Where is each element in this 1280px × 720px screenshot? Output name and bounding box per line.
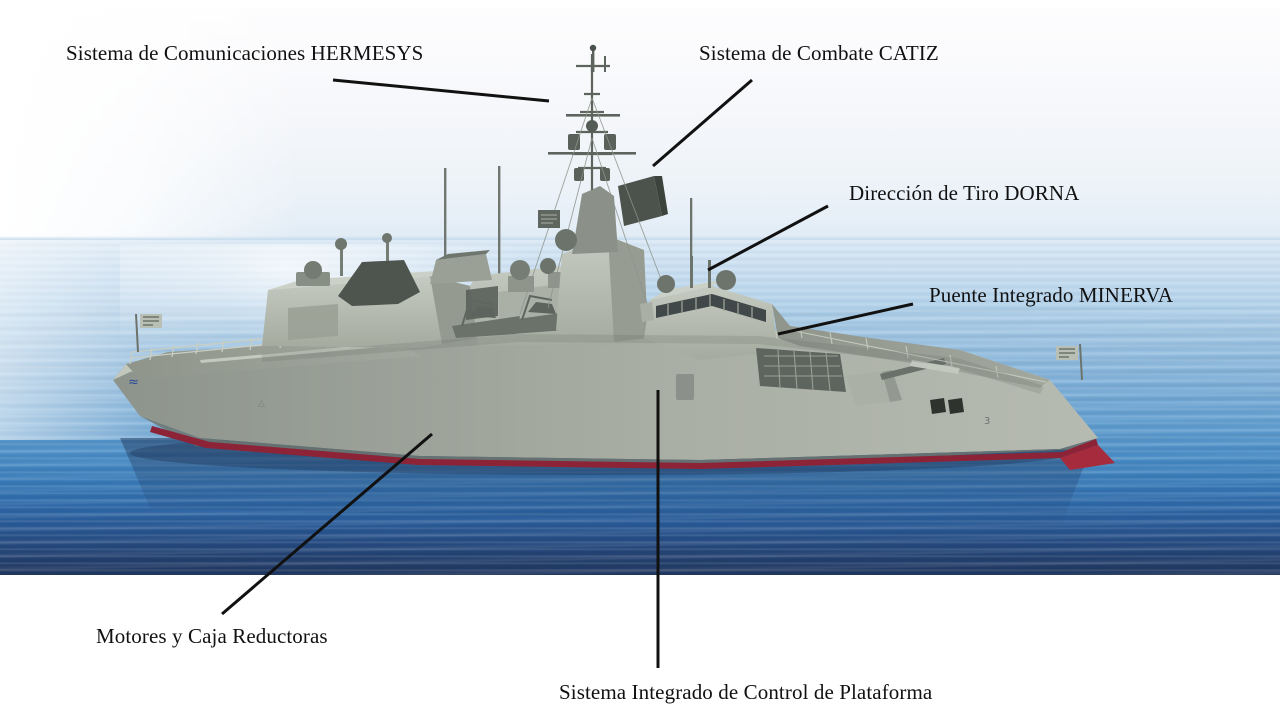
bow-draft-mark: 3: [984, 416, 990, 427]
rhib-boat-aft: [452, 306, 520, 338]
callout-label-motores: Motores y Caja Reductoras: [96, 624, 328, 648]
hangar-dome-a: [304, 261, 322, 279]
mast-nav-light: [589, 44, 597, 52]
hangar-mast-a: [340, 246, 343, 276]
bridge-mast-a: [690, 256, 693, 288]
exhaust-shroud: [338, 260, 420, 306]
hangar-antenna-d: [498, 166, 501, 278]
hull-hatch: [676, 374, 694, 400]
hangar-sensor-b: [382, 233, 392, 243]
funnel-cap: [436, 250, 490, 260]
mast-tower-upper: [572, 186, 618, 254]
anchor-recess-b: [948, 398, 964, 414]
flight-deck-marking: [250, 350, 336, 364]
boat-davit-crane: [461, 294, 553, 327]
hangar-sensor-a: [335, 238, 347, 250]
foredeck: [772, 304, 1050, 388]
stern-mast: [135, 313, 139, 353]
ew-dome-port: [540, 258, 556, 274]
bridge-antenna-tall: [690, 198, 693, 258]
vls-cells: [764, 349, 842, 392]
hull-logo-mark: ≈: [128, 375, 139, 390]
leader-line-catiz: [652, 78, 753, 168]
callout-label-minerva: Puente Integrado MINERVA: [929, 283, 1174, 307]
foredeck-breakwater: [910, 360, 960, 374]
bridge-mast-b: [708, 260, 711, 288]
sky-left-haze: [0, 8, 300, 240]
hermesys-panel-stripes: [541, 214, 557, 224]
deckhouse-panel-a: [508, 276, 534, 292]
mast-yardarm-a: [548, 152, 636, 155]
hangar-antenna-c: [444, 168, 447, 276]
deckhouse-dome: [510, 260, 530, 280]
leader-line-minerva: [777, 302, 914, 336]
callout-label-catiz: Sistema de Combate CATIZ: [699, 41, 939, 65]
horizon-line: [0, 236, 1280, 242]
bridge-nav-dome-b: [716, 270, 736, 290]
ship-photograph: ≈ △: [0, 8, 1280, 575]
bow-flag-detail: [1059, 348, 1075, 358]
hull-lower-shade: [140, 416, 1098, 468]
leader-line-dorna: [707, 204, 829, 272]
catiz-radar-array-edge: [654, 176, 668, 216]
hangar-mast-b: [386, 240, 389, 274]
bridge-roof: [650, 280, 722, 300]
callout-label-dorna: Dirección de Tiro DORNA: [849, 181, 1080, 205]
hull-pennant-number: △: [258, 399, 265, 409]
jackstaff: [1079, 343, 1083, 381]
flight-deck-guide-line: [200, 344, 381, 363]
catiz-radar-array: [618, 176, 662, 226]
leader-line-motores: [221, 432, 433, 616]
anchor-recess-a: [930, 398, 946, 414]
dorna-director-dome: [555, 229, 577, 251]
foredeck-railing: [789, 325, 1047, 383]
bridge-window-band: [656, 294, 766, 322]
hull-upper-shadow: [262, 334, 1044, 394]
waterline-stripe: [150, 426, 1098, 469]
mast-tower-shade: [608, 236, 648, 342]
frigate-illustration: ≈ △: [0, 8, 1280, 575]
stern-flag-detail: [143, 316, 159, 326]
bow-bulb: [1060, 445, 1115, 470]
mast-whip-antenna-a: [592, 50, 595, 72]
funnel-block: [430, 254, 492, 284]
mast-stay-wires: [519, 97, 673, 315]
hangar-door: [288, 304, 338, 340]
bridge-window-mullions: [667, 295, 753, 319]
bridge-wing-port: [640, 302, 654, 322]
leader-line-hermesys: [332, 78, 550, 103]
callout-label-hermesys: Sistema de Comunicaciones HERMESYS: [66, 41, 424, 65]
mast-whip-antenna-b: [604, 56, 606, 72]
callout-label-plataforma: Sistema Integrado de Control de Platafor…: [559, 680, 933, 704]
hermesys-comms-pods: [568, 120, 616, 181]
mast-yardarm-b: [566, 114, 620, 117]
bridge-nav-dome-a: [657, 275, 675, 293]
